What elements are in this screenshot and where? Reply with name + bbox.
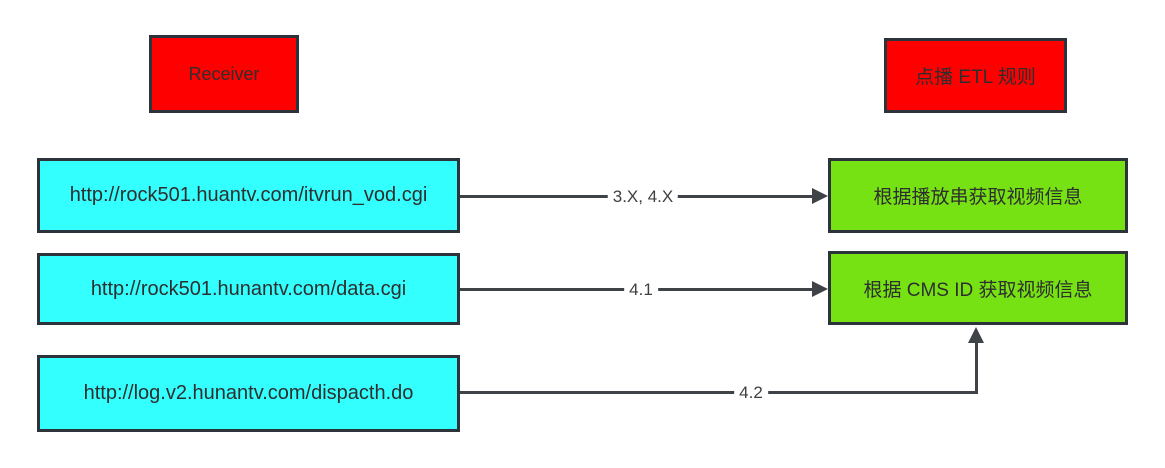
node-rule-playback-string: 根据播放串获取视频信息 [828,158,1128,233]
node-label: http://log.v2.hunantv.com/dispacth.do [83,382,414,404]
node-label: Receiver [188,63,260,84]
node-etl-rules-header: 点播 ETL 规则 [884,38,1067,113]
node-label: http://rock501.hunantv.com/data.cgi [90,277,407,300]
edge-dispatch-to-cmsid-label: 4.2 [734,383,768,403]
arrowhead-right-icon [812,281,828,297]
edge-itvrun-to-playback-label: 3.X, 4.X [607,187,679,207]
node-url-itvrun-vod: http://rock501.huantv.com/itvrun_vod.cgi [37,158,460,233]
arrowhead-right-icon [812,188,828,204]
arrowhead-up-icon [968,327,984,343]
node-rule-cms-id: 根据 CMS ID 获取视频信息 [828,251,1128,325]
node-label: http://rock501.huantv.com/itvrun_vod.cgi [69,184,428,206]
node-label: 点播 ETL 规则 [915,67,1036,88]
node-url-data-cgi: http://rock501.hunantv.com/data.cgi [37,253,460,325]
node-url-dispatch: http://log.v2.hunantv.com/dispacth.do [37,355,460,432]
edge-dispatch-to-cmsid-hline [460,391,978,394]
node-label: 根据 CMS ID 获取视频信息 [863,279,1093,301]
edge-dispatch-to-cmsid-vline [975,342,978,394]
edge-datacgi-to-cmsid-label: 4.1 [624,280,658,300]
node-label: 根据播放串获取视频信息 [873,187,1083,208]
node-receiver-header: Receiver [149,35,299,113]
